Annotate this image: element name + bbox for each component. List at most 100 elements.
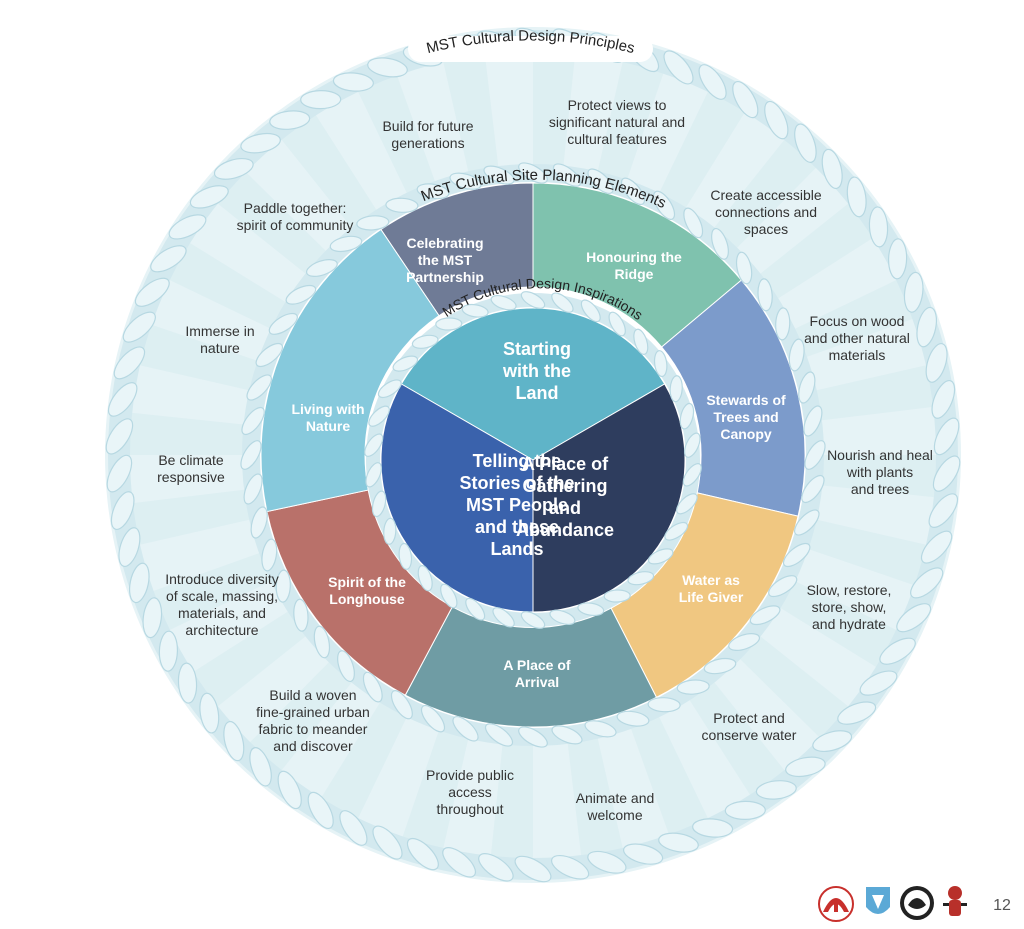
black-round-emblem-icon bbox=[900, 886, 934, 920]
rope-twist bbox=[711, 227, 729, 260]
rope-twist bbox=[794, 123, 817, 163]
rope-twist bbox=[514, 855, 552, 883]
red-arch-logo-icon bbox=[818, 886, 854, 922]
rope-twist bbox=[803, 405, 823, 437]
rope-twist bbox=[177, 662, 198, 704]
rope-twist bbox=[520, 291, 546, 309]
rope-twist bbox=[798, 371, 816, 404]
rope-twist bbox=[440, 583, 458, 609]
rope-twist bbox=[313, 625, 331, 659]
site-planning-segment bbox=[260, 228, 440, 513]
rope-twist bbox=[168, 214, 207, 240]
rope-twist bbox=[735, 251, 753, 285]
rope-twist bbox=[158, 630, 179, 672]
sunburst-ray bbox=[759, 202, 875, 299]
rope-twist bbox=[449, 172, 482, 190]
rope-twist bbox=[356, 215, 390, 231]
rope-twist bbox=[703, 657, 737, 675]
sunburst-ray bbox=[815, 364, 936, 421]
sunburst-ray bbox=[630, 716, 709, 837]
rope-twist bbox=[484, 723, 514, 747]
rope-twist bbox=[134, 277, 170, 307]
rope-twist bbox=[246, 374, 272, 401]
rope-twist bbox=[724, 800, 766, 821]
rope-twist bbox=[794, 509, 820, 536]
design-principle-label: Slow, restore,store, show,and hydrate bbox=[807, 582, 892, 632]
rope-twist bbox=[925, 343, 948, 383]
rope-twist bbox=[520, 611, 546, 629]
rope-twist bbox=[692, 818, 734, 838]
rope-twist bbox=[518, 162, 548, 184]
rope-twist bbox=[785, 756, 826, 778]
rope-twist bbox=[633, 328, 649, 355]
rope-twist bbox=[213, 158, 254, 180]
rope-twist bbox=[390, 690, 413, 720]
site-planning-segments bbox=[260, 182, 806, 728]
rope-twist bbox=[411, 334, 439, 349]
sunburst-ray bbox=[168, 242, 287, 330]
red-figure-logo-icon bbox=[943, 886, 967, 916]
rope-twist bbox=[801, 474, 825, 504]
rope-twist bbox=[868, 206, 889, 248]
rope-twist bbox=[385, 197, 419, 213]
rope-twist bbox=[442, 847, 477, 878]
rope-twist bbox=[377, 379, 402, 399]
rope-twist bbox=[551, 292, 574, 313]
rope-twist bbox=[307, 791, 334, 830]
rope-twist bbox=[105, 418, 134, 455]
rope-twist bbox=[732, 80, 759, 119]
rope-twist bbox=[241, 406, 265, 436]
rope-twist bbox=[788, 338, 805, 372]
rope-twist bbox=[879, 637, 916, 665]
rope-twist bbox=[928, 493, 959, 528]
sunburst-ray bbox=[320, 701, 408, 820]
rope-twist bbox=[329, 235, 363, 253]
rope-twist bbox=[461, 303, 489, 318]
rope-twist bbox=[365, 462, 382, 488]
rope-twist bbox=[269, 110, 311, 130]
sunburst-ray bbox=[597, 60, 664, 181]
rope-twist bbox=[118, 527, 141, 567]
rope-twist bbox=[285, 284, 317, 305]
rope-twist bbox=[107, 382, 138, 417]
rope-twist bbox=[339, 810, 368, 846]
rope-twist bbox=[676, 493, 698, 515]
sunburst-ray bbox=[138, 324, 259, 391]
rope-twist bbox=[122, 311, 156, 343]
sunburst-ray bbox=[794, 279, 915, 358]
rope-twist bbox=[362, 671, 383, 703]
rope-twist bbox=[549, 609, 576, 626]
rope-twist bbox=[647, 697, 681, 713]
sunburst-ray bbox=[658, 90, 746, 209]
rope-twist bbox=[620, 177, 646, 206]
rope-twist bbox=[903, 271, 924, 313]
rope-twist bbox=[728, 633, 761, 651]
rope-twist bbox=[757, 278, 773, 312]
rope-twist bbox=[249, 747, 272, 787]
rope-twist bbox=[653, 350, 668, 378]
rope-twist bbox=[492, 607, 515, 628]
rope-twist bbox=[518, 726, 548, 748]
rope-twist bbox=[113, 346, 146, 380]
rope-twist bbox=[931, 379, 956, 419]
rope-twist bbox=[490, 294, 517, 311]
rope-twist bbox=[465, 597, 486, 621]
rope-twist bbox=[663, 50, 694, 85]
sunburst-ray bbox=[807, 519, 928, 586]
rope-twist bbox=[859, 670, 898, 696]
middle-rope-twists bbox=[240, 162, 826, 748]
rope-twist bbox=[106, 454, 133, 493]
rope-twist bbox=[698, 64, 727, 100]
rope-twist bbox=[653, 190, 676, 220]
rope-twist bbox=[142, 597, 163, 639]
